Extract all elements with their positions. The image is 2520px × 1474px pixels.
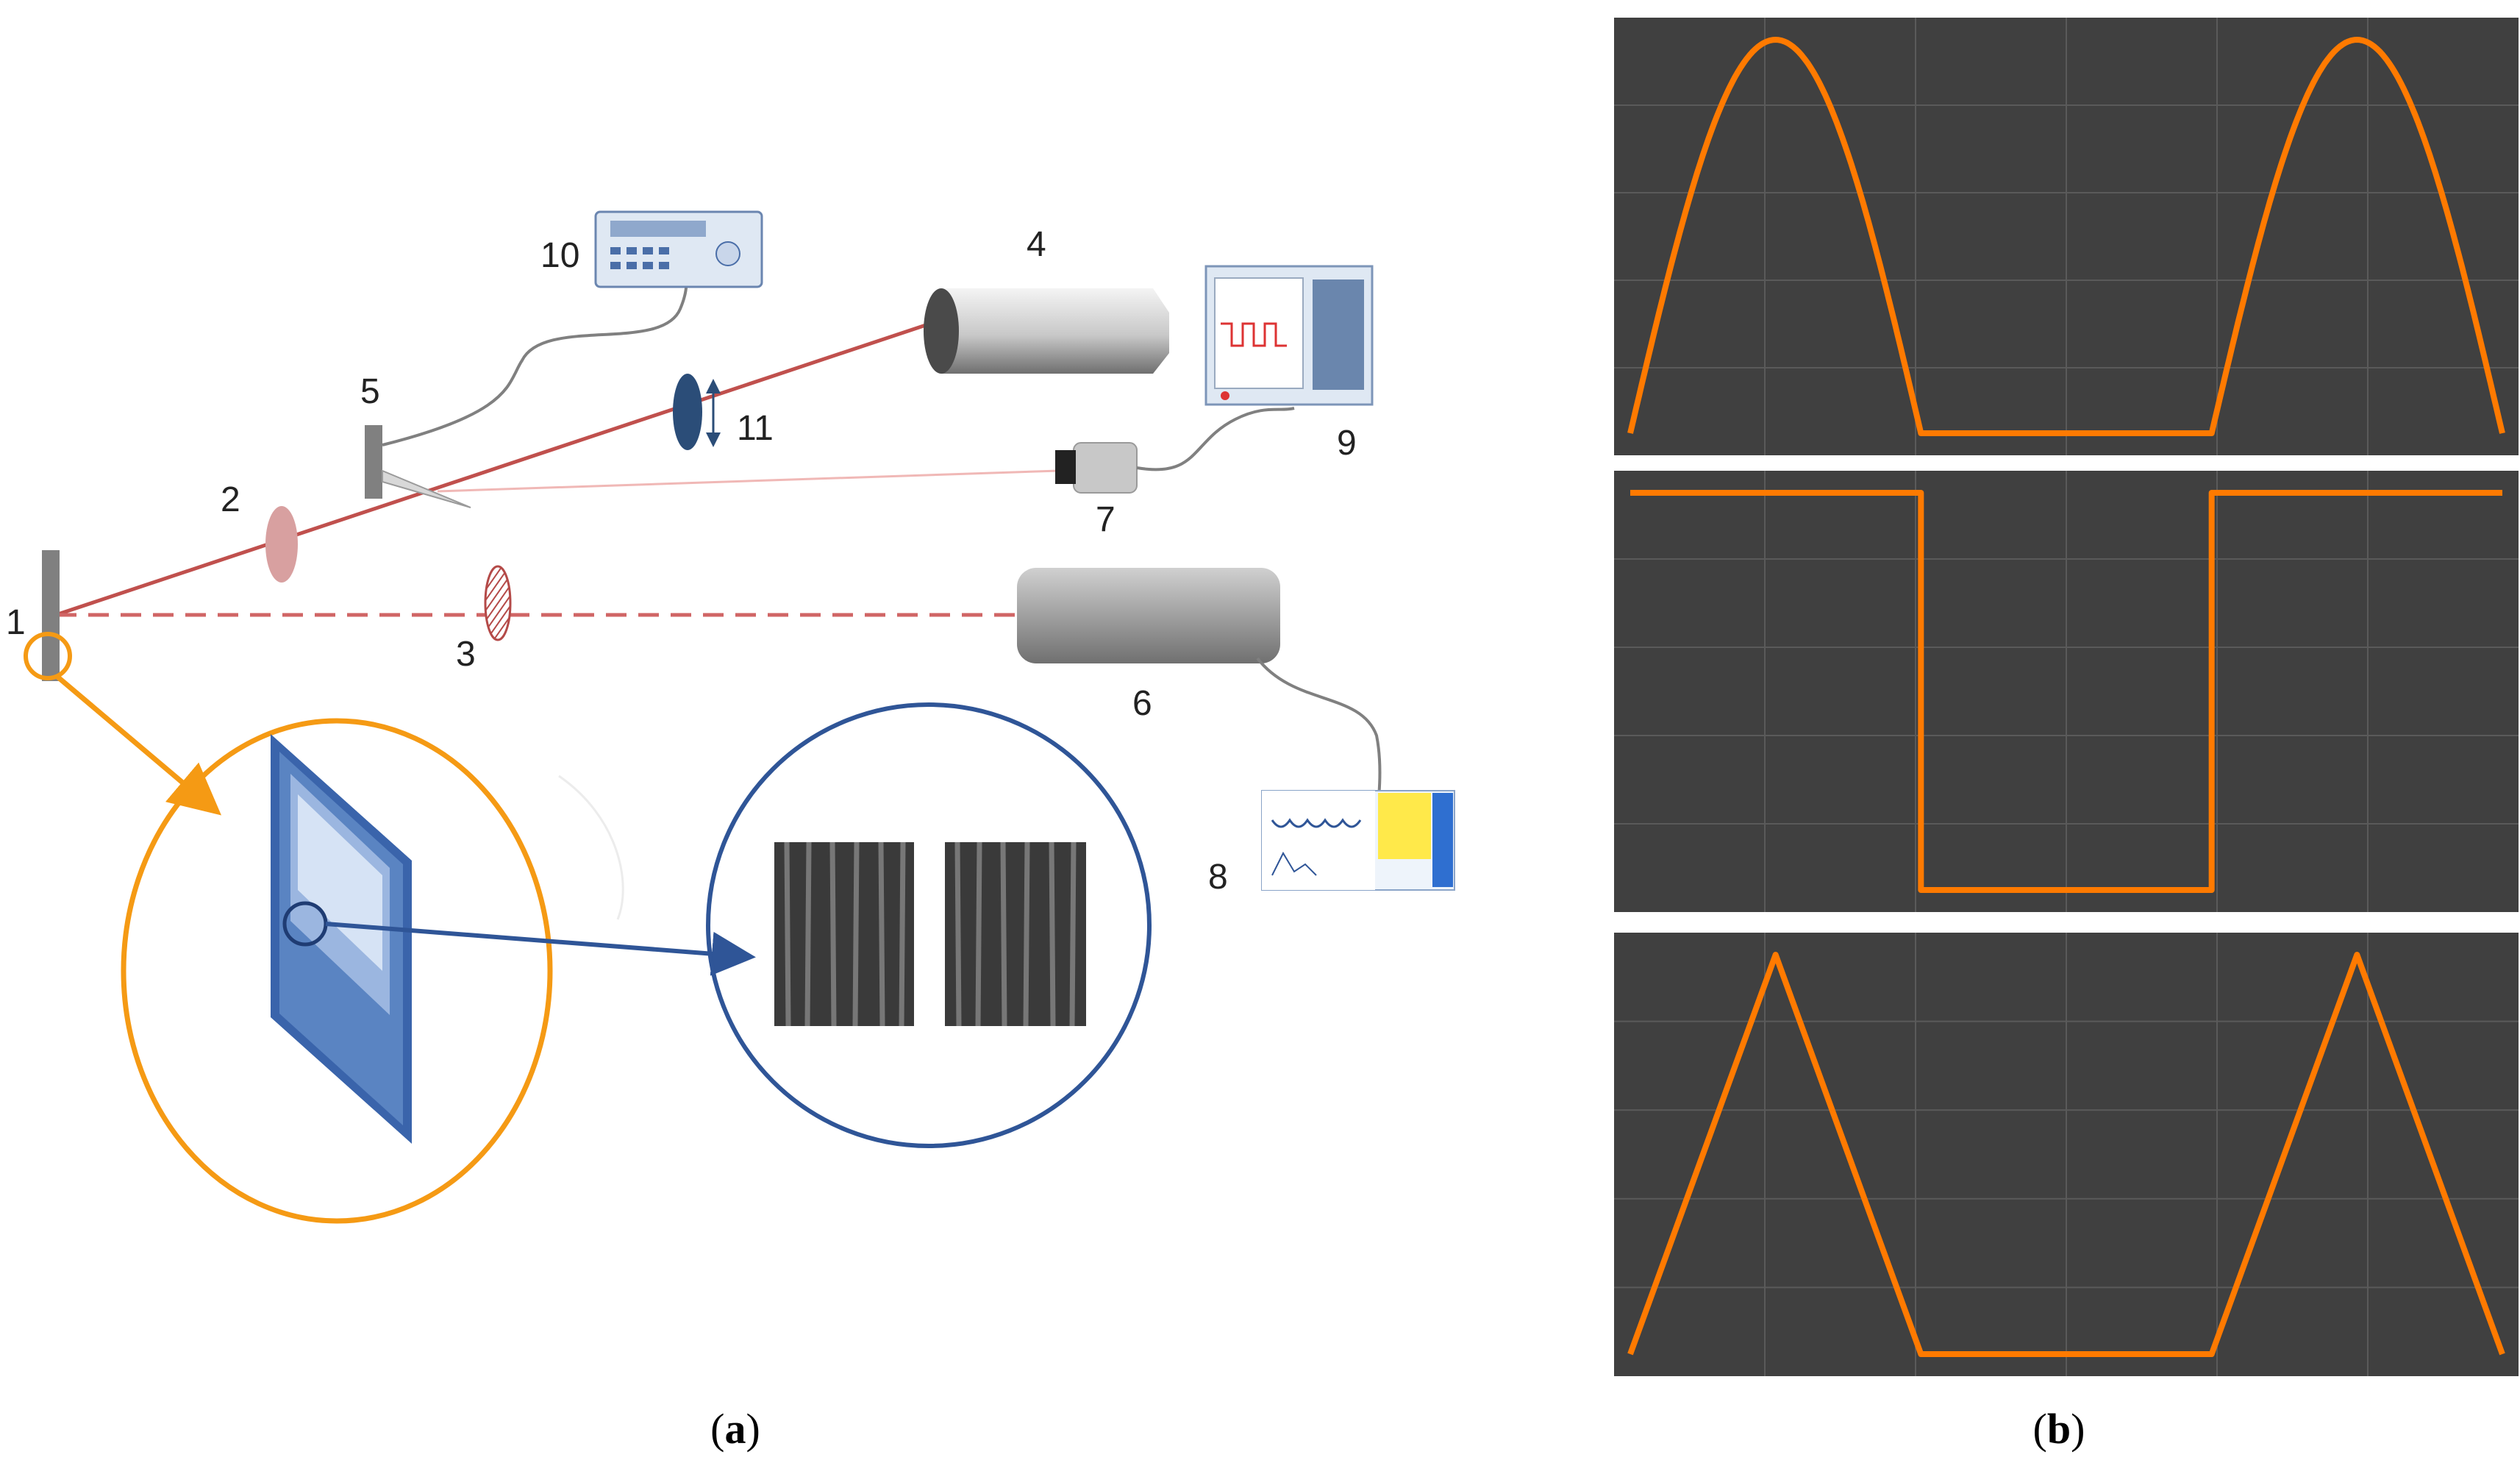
label-2: 2 bbox=[221, 480, 240, 519]
waveform-panel-square bbox=[1614, 471, 2519, 912]
caption-b: (b) bbox=[2033, 1405, 2085, 1453]
cable-7-9 bbox=[1136, 407, 1295, 471]
label-3: 3 bbox=[456, 635, 476, 674]
faint-arc bbox=[558, 775, 624, 920]
computer-display-8 bbox=[1261, 790, 1455, 891]
label-6: 6 bbox=[1132, 684, 1152, 723]
movable-lens-11 bbox=[673, 374, 721, 450]
zoom-arrow-blue bbox=[325, 922, 756, 976]
oscilloscope-9 bbox=[1204, 265, 1374, 406]
sample-plate-stack bbox=[271, 734, 412, 1144]
waveform-panel-sine bbox=[1614, 18, 2519, 455]
panel-a-schematic: 1 2 3 4 5 6 7 8 9 10 11 (a) bbox=[6, 210, 1455, 1453]
label-1: 1 bbox=[6, 603, 26, 642]
laser-beam-solid bbox=[55, 321, 931, 617]
zoom-arrow-orange bbox=[55, 674, 222, 816]
cable-5-10 bbox=[382, 271, 688, 446]
detector-6 bbox=[1017, 568, 1280, 663]
waveform-trace-rectified-sine bbox=[1627, 37, 2505, 436]
sample-zoom-ellipse bbox=[121, 718, 553, 1224]
sample-holder-1 bbox=[42, 550, 60, 681]
laser-4 bbox=[924, 288, 1169, 374]
filter-3 bbox=[484, 565, 512, 641]
lens-2 bbox=[265, 506, 298, 583]
laser-beam-reflected bbox=[437, 469, 1060, 493]
label-7: 7 bbox=[1096, 500, 1116, 539]
function-generator-10 bbox=[594, 210, 763, 288]
label-9: 9 bbox=[1337, 424, 1357, 463]
microscopy-image-right bbox=[945, 841, 1086, 1027]
cantilever-mirror-5 bbox=[365, 425, 471, 508]
microscopy-zoom-circle bbox=[706, 702, 1152, 1148]
waveform-trace-square bbox=[1630, 490, 2502, 893]
label-8: 8 bbox=[1208, 858, 1228, 897]
caption-a: (a) bbox=[710, 1405, 760, 1453]
cable-6-8 bbox=[1256, 657, 1382, 799]
label-5: 5 bbox=[360, 372, 380, 411]
label-10: 10 bbox=[540, 236, 579, 275]
waveform-trace-triangle bbox=[1627, 952, 2505, 1357]
sample-highlight-circle bbox=[24, 632, 72, 680]
label-4: 4 bbox=[1027, 225, 1046, 264]
label-11: 11 bbox=[737, 409, 774, 448]
waveform-panel-triangle bbox=[1614, 933, 2519, 1376]
panel-b-waveforms: (b) bbox=[1614, 18, 2519, 1453]
camera-7 bbox=[1055, 442, 1138, 494]
microscopy-image-left bbox=[774, 841, 914, 1027]
